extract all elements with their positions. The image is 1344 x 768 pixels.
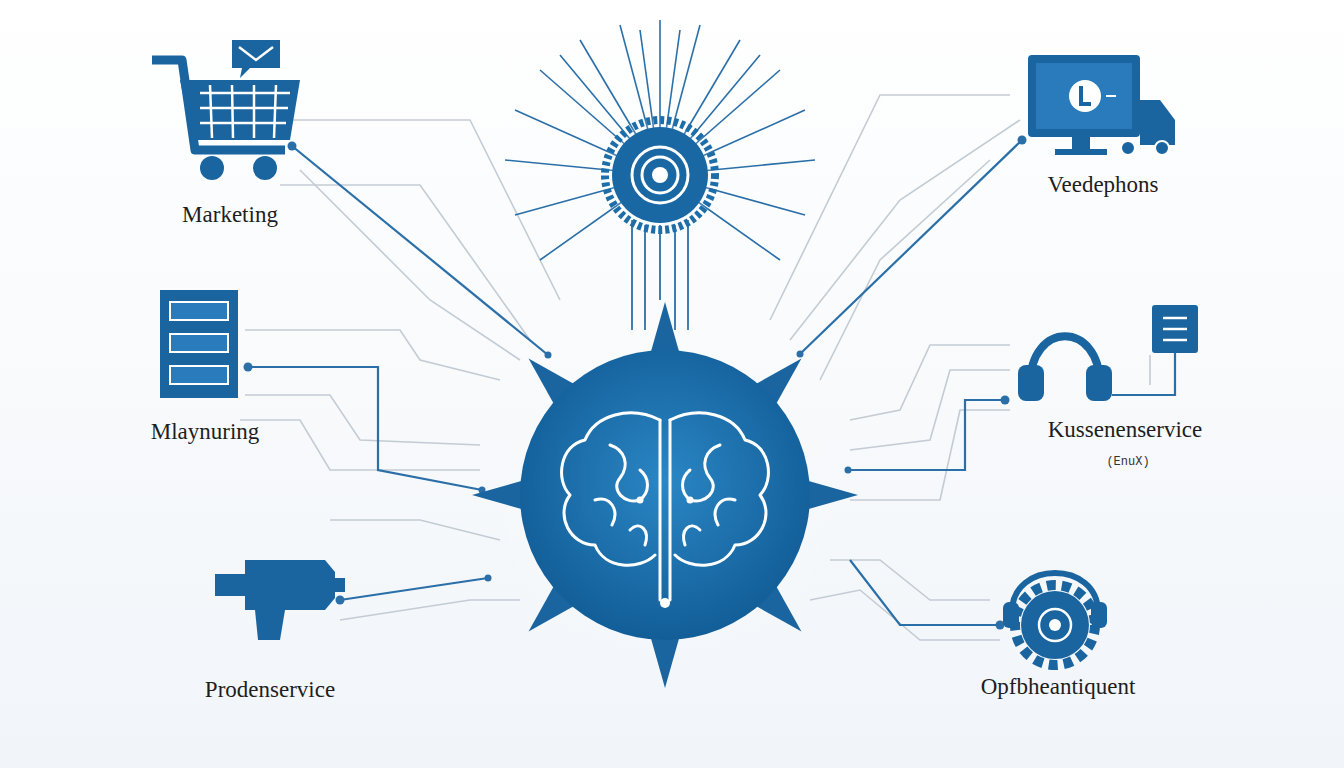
icon-label: Prodenservice — [205, 677, 335, 703]
small-note: (EnuX) — [1106, 456, 1149, 470]
icon-label: Mlaynuring — [151, 419, 260, 445]
icon-label: Opfbheantiquent — [981, 674, 1136, 700]
icon-label: Veedephons — [1047, 172, 1158, 198]
icon-label: Kussenenservice — [1048, 417, 1203, 443]
icon-label: Marketing — [182, 202, 278, 228]
